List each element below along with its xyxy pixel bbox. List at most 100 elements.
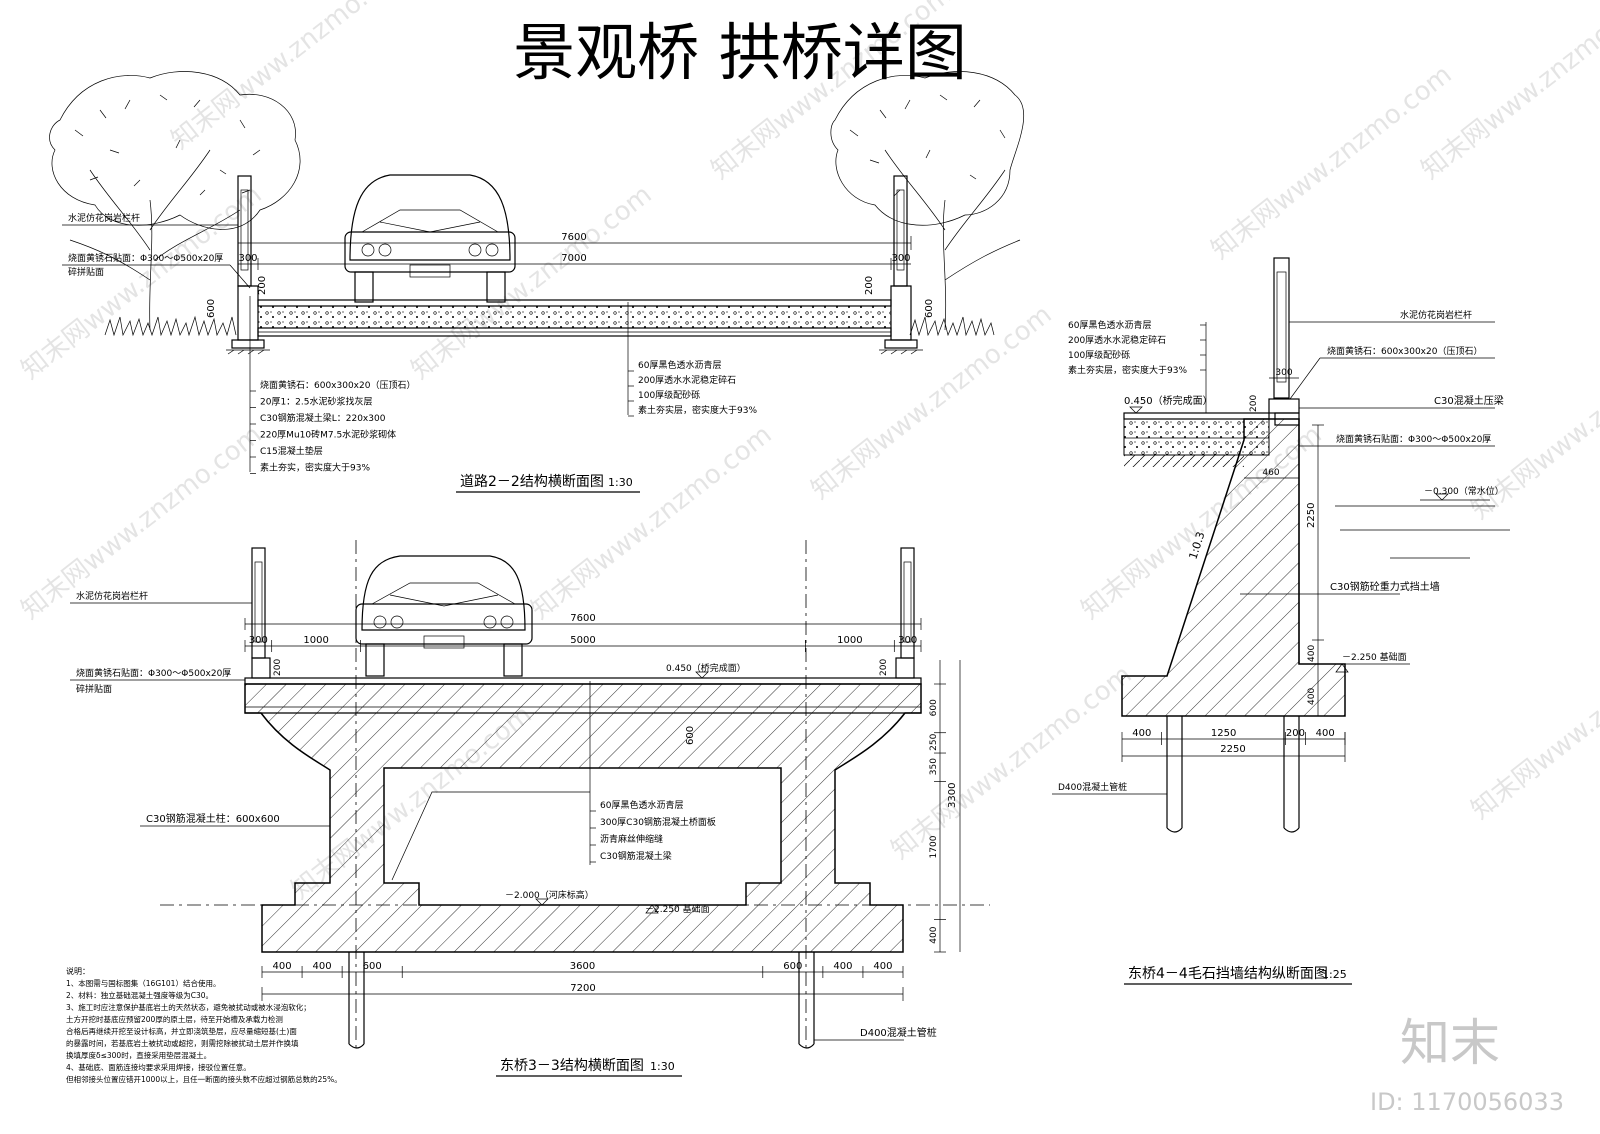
layer-2-2-left: 220厚Mu10砖M7.5水泥砂浆砌体 [260, 429, 396, 441]
layer-3-3: 60厚黑色透水沥青层 [600, 799, 683, 811]
level-base-3-3: －2.250 基础面 [645, 903, 710, 915]
tree-right [830, 71, 1025, 331]
dim-right-3-3: 600 [929, 699, 939, 716]
dim-200-left: 200 [257, 276, 268, 295]
dim-bottom-4-4: 400 [1132, 728, 1151, 739]
dim-bottom-3-3: 600 [783, 961, 802, 972]
watermark-text: 知末网www.znzmo.com [1466, 620, 1600, 826]
dim-bottom-3-3: 400 [873, 961, 892, 972]
callout-paving-4-4: 烧面黄锈石贴面：Φ300～Φ500x20厚 [1336, 433, 1491, 445]
pile-left [348, 952, 365, 1049]
dim-200-right-3-3: 200 [879, 659, 889, 676]
dim-200-right: 200 [864, 276, 875, 295]
level-deck-4-4: 0.450（桥完成面） [1124, 394, 1213, 407]
callout-paving-2-2: 烧面黄锈石贴面：Φ300～Φ500x20厚 [68, 252, 223, 264]
level-base-4-4: －2.250 基础面 [1342, 651, 1407, 663]
dim-bottom-4-4: 400 [1316, 728, 1335, 739]
callout-pile-4-4: D400混凝土管桩 [1058, 781, 1127, 793]
layer-4-4: 素土夯实层，密实度大于93% [1068, 364, 1187, 376]
watermark-logo: 知末 [1400, 1014, 1500, 1072]
dim-bottom-3-3: 600 [363, 961, 382, 972]
dim-bottom-4-4: 1250 [1211, 728, 1236, 739]
note-line: 3、施工时应注意保护基底岩土的天然状态，避免被扰动或被水浸泡软化； [66, 1002, 311, 1012]
layer-3-3: 沥青麻丝伸缩缝 [600, 833, 663, 845]
dim-460: 460 [1262, 468, 1279, 478]
note-line: 1、本图需与国标图集（16G101）结合使用。 [66, 978, 220, 988]
callout-wall-4-4: C30钢筋砼重力式挡土墙 [1330, 580, 1440, 593]
car-front-view [344, 174, 516, 303]
dim-right-3-3: 1700 [929, 835, 939, 858]
drawing-2-2-title: 道路2－2结构横断面图 [460, 474, 604, 490]
dim-600-left: 600 [206, 299, 217, 318]
layer-2-2-left: 20厚1：2.5水泥砂浆找灰层 [260, 396, 373, 408]
dim-bottom-3-3: 400 [272, 961, 291, 972]
watermark-text: 知末网www.znzmo.com [886, 660, 1138, 866]
note-line: 的暴露时间，若基底岩土被扰动或超挖，则需挖除被扰动土层并作换填 [66, 1038, 299, 1048]
dim-400-vertical-b: 400 [1307, 688, 1317, 705]
level-river-3-3: －2.000（河床标高） [505, 889, 594, 901]
dim-top-3-3: 300 [898, 635, 917, 646]
grass-left [104, 315, 237, 337]
dim-7600-3-3: 7600 [570, 613, 595, 624]
dim-2250-vertical: 2250 [1306, 503, 1317, 528]
callout-column-3-3: C30钢筋混凝土柱：600x600 [146, 812, 280, 825]
dim-2250-bottom: 2250 [1220, 744, 1245, 755]
dim-right-3-3: 250 [929, 733, 939, 750]
watermark-id: ID: 1170056033 [1370, 1088, 1564, 1116]
dim-right-3-3: 350 [929, 758, 939, 775]
dim-right-3-3: 400 [929, 926, 939, 943]
watermark-text: 知末网www.znzmo.com [166, 0, 418, 156]
notes-heading: 说明： [66, 966, 90, 976]
road-asphalt [257, 299, 892, 307]
notes: 说明： 1、本图需与国标图集（16G101）结合使用。 2、材料：独立基础混凝土强… [66, 966, 342, 1084]
dim-top-3-3: 5000 [570, 635, 595, 646]
dim-bottom-3-3: 3600 [570, 961, 595, 972]
dim-bottom-3-3: 400 [313, 961, 332, 972]
drawing-3-3-title: 东桥3－3结构横断面图 [500, 1058, 644, 1074]
note-line: 合格后再继续开挖至设计标高，并立即浇筑垫层，应尽量缩短基(土)面 [66, 1026, 297, 1036]
dim-200-4-4: 200 [1249, 395, 1259, 412]
layer-2-2-right: 素土夯实层，密实度大于93% [638, 404, 757, 416]
watermark-text: 知末网www.znzmo.com [526, 420, 778, 626]
drawing-4-4-title: 东桥4－4毛石挡墙结构纵断面图 [1128, 966, 1328, 982]
layer-2-2-right: 100厚级配砂砾 [638, 389, 700, 401]
note-line: 4、基础底、面筋连接均要求采用焊接，接驳位置任意。 [66, 1062, 251, 1072]
watermark-text: 知末网www.znzmo.com [16, 180, 268, 386]
layer-2-2-left: C30钢筋混凝土梁L：220x300 [260, 412, 386, 424]
layer-4-4: 100厚级配砂砾 [1068, 349, 1130, 361]
dim-600-inner: 600 [685, 726, 696, 745]
deck-asphalt [244, 677, 922, 685]
layer-4-4: 60厚黑色透水沥青层 [1068, 319, 1151, 331]
dim-bottom-4-4: 200 [1286, 728, 1305, 739]
note-line: 土方开挖时基底应预留200厚的原土层，待至开始槽及承载力检测 [66, 1014, 283, 1024]
dim-7600: 7600 [561, 232, 586, 243]
dim-top-3-3: 1000 [837, 635, 862, 646]
dim-400-vertical-a: 400 [1307, 645, 1317, 662]
car-front-view-3-3 [355, 555, 533, 677]
railing-post-4-4 [1273, 257, 1290, 399]
railing-post-right [893, 175, 908, 287]
tree-left [49, 71, 301, 331]
callout-cap-4-4: 烧面黄锈石：600x300x20（压顶石） [1327, 345, 1482, 357]
level-deck-3-3: 0.450（桥完成面） [666, 662, 746, 674]
dim-300-left: 300 [238, 253, 257, 264]
note-line: 2、材料：独立基础混凝土强度等级为C30。 [66, 990, 213, 1000]
dim-top-3-3: 1000 [303, 635, 328, 646]
layer-3-3: C30钢筋混凝土梁 [600, 850, 672, 862]
callout-railing-3-3: 水泥仿花岗岩栏杆 [76, 590, 148, 602]
dim-7000: 7000 [561, 253, 586, 264]
dim-200-left-3-3: 200 [273, 659, 283, 676]
drawing-3-3-scale: 1:30 [650, 1060, 675, 1073]
level-water-4-4: －0.300（常水位） [1424, 485, 1504, 497]
callout-beam-4-4: C30混凝土压梁 [1434, 394, 1504, 407]
drawing-4-4-scale: 1:25 [1322, 968, 1347, 981]
note-line: 但相邻接头位置应错开1000以上，且任一断面的接头数不应超过钢筋总数的25%。 [66, 1074, 342, 1084]
dim-300-right: 300 [891, 253, 910, 264]
dim-3300: 3300 [947, 783, 958, 808]
road-gravel-layer [257, 305, 892, 329]
note-line: 换填厚度δ≤300时，直接采用垫层混凝土。 [66, 1050, 211, 1060]
bridge-structure [244, 683, 922, 953]
callout-railing-4-4: 水泥仿花岗岩栏杆 [1400, 309, 1472, 321]
